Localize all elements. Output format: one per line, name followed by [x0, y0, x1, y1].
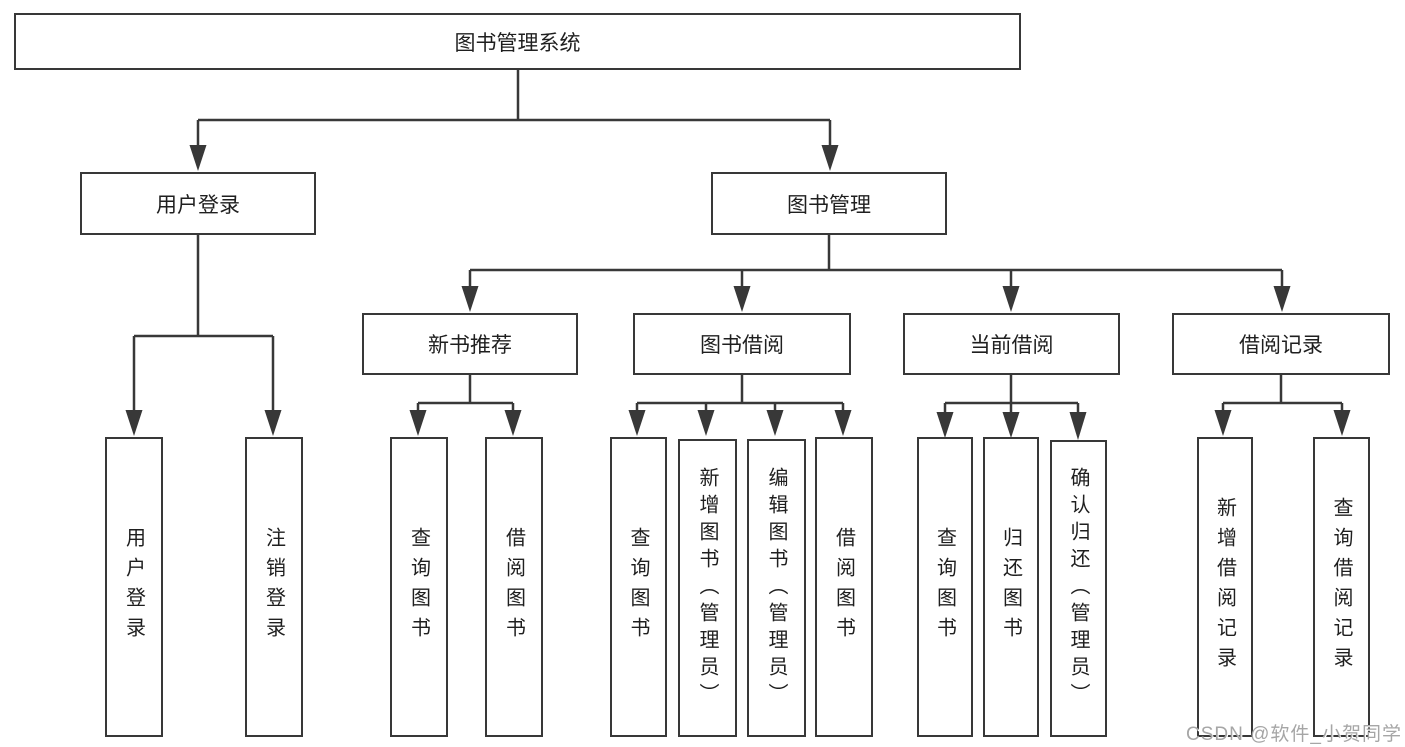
node-current-borrow: 当前借阅	[903, 313, 1120, 375]
connector-paths	[132, 70, 1344, 414]
node-system-root: 图书管理系统	[14, 13, 1021, 70]
leaf-cb-confirm-return-admin: 确认归还（管理员）	[1050, 440, 1107, 737]
node-borrow-records: 借阅记录	[1172, 313, 1390, 375]
arrowheads	[125, 145, 1351, 440]
leaf-br-query-record: 查询借阅记录	[1313, 437, 1370, 737]
leaf-nbr-borrow-books: 借阅图书	[485, 437, 543, 737]
node-book-management: 图书管理	[711, 172, 947, 235]
leaf-cb-query-books: 查询图书	[917, 437, 973, 737]
leaf-bb-query-books: 查询图书	[610, 437, 667, 737]
leaf-cb-return-books: 归还图书	[983, 437, 1039, 737]
leaf-bb-edit-books-admin: 编辑图书（管理员）	[747, 439, 806, 737]
leaf-logout: 注销登录	[245, 437, 303, 737]
node-user-login: 用户登录	[80, 172, 316, 235]
leaf-bb-borrow-books: 借阅图书	[815, 437, 873, 737]
leaf-br-add-record: 新增借阅记录	[1197, 437, 1253, 737]
leaf-user-login: 用户登录	[105, 437, 163, 737]
node-new-book-recommend: 新书推荐	[362, 313, 578, 375]
leaf-nbr-query-books: 查询图书	[390, 437, 448, 737]
csdn-watermark: CSDN @软件_小贺同学	[1186, 724, 1402, 745]
node-book-borrow: 图书借阅	[633, 313, 851, 375]
leaf-bb-add-books-admin: 新增图书（管理员）	[678, 439, 737, 737]
